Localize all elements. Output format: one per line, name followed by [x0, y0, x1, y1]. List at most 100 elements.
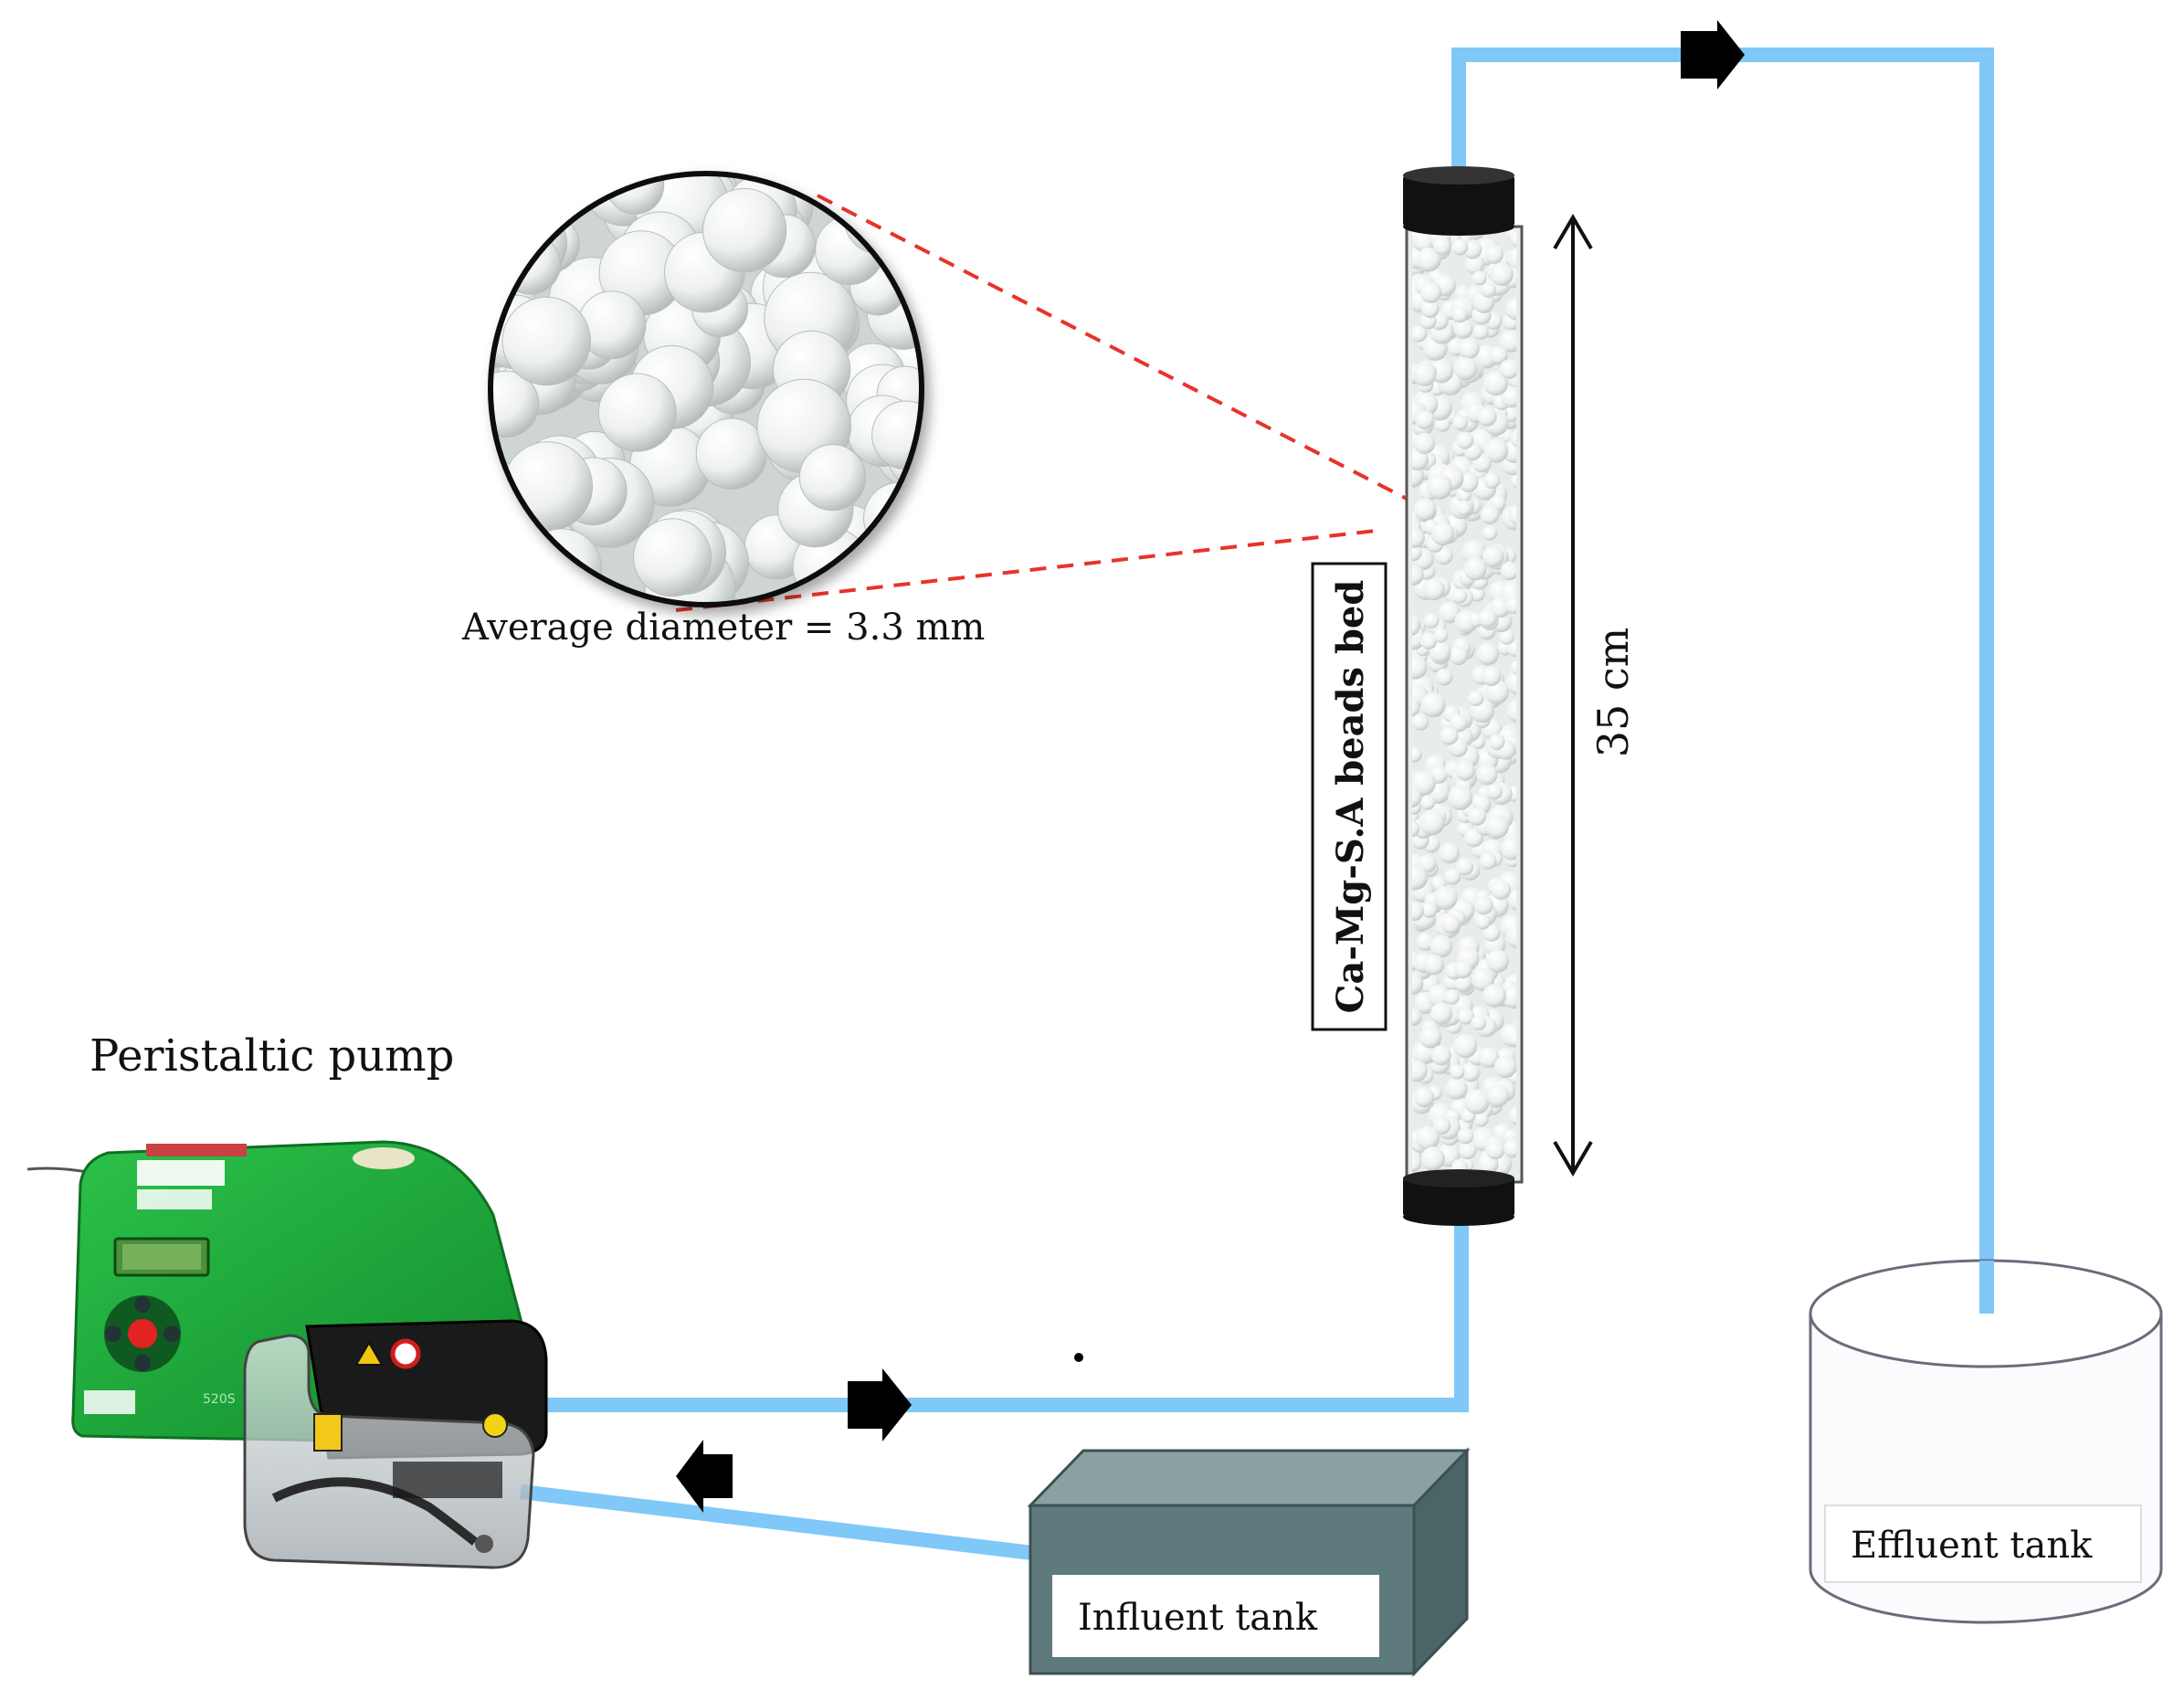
bead: [1427, 984, 1451, 1008]
bead: [838, 544, 910, 605]
bead: [1486, 1141, 1505, 1160]
pump-label: Peristaltic pump: [90, 1030, 454, 1082]
bead: [1476, 764, 1498, 786]
bead: [1430, 522, 1455, 546]
bead: [1490, 262, 1514, 286]
bead: [1413, 498, 1437, 521]
bead: [1412, 655, 1428, 680]
bead: [1471, 1015, 1487, 1031]
bead: [1452, 588, 1468, 604]
bead-magnification: [488, 171, 924, 607]
bead: [1412, 1008, 1422, 1026]
bead: [491, 370, 540, 438]
bead: [1482, 471, 1501, 490]
bead: [1483, 438, 1509, 463]
bead: [1457, 1008, 1474, 1025]
bead: [1456, 858, 1474, 876]
column-height-label: 35 cm: [1588, 628, 1638, 758]
bead: [1499, 359, 1516, 379]
bead: [1472, 1111, 1489, 1127]
bead: [1459, 1141, 1477, 1160]
bead: [1499, 330, 1516, 353]
bead: [1445, 1077, 1468, 1100]
flow-arrow-icon: [848, 1368, 912, 1441]
packed-column: [1403, 166, 1524, 1226]
bead: [1417, 247, 1441, 272]
bead: [1444, 868, 1461, 885]
bead: [1482, 666, 1502, 687]
zoom-line: [817, 194, 1408, 501]
bead: [1491, 880, 1512, 900]
bead: [1419, 632, 1438, 650]
bead: [1420, 300, 1440, 319]
effluent-tank-label: Effluent tank: [1851, 1525, 2093, 1567]
bead: [1456, 500, 1472, 516]
bead: [1419, 281, 1442, 303]
bead: [1480, 504, 1500, 524]
bead: [1484, 245, 1504, 264]
bead: [1412, 819, 1420, 838]
bead: [1423, 613, 1440, 628]
bead: [1510, 429, 1516, 448]
bead-diameter-caption: Average diameter = 3.3 mm: [461, 607, 985, 649]
bead: [1457, 1127, 1474, 1145]
column-label: Ca-Mg-S.A beads bed: [1329, 580, 1372, 1014]
bead: [871, 400, 922, 470]
svg-text:520S: 520S: [203, 1392, 236, 1407]
bead: [1412, 618, 1420, 637]
bead: [1412, 902, 1424, 922]
bead: [1503, 1138, 1516, 1158]
bead: [1478, 1047, 1500, 1069]
bead: [1426, 473, 1452, 500]
tube-influent-to-pump: [520, 1484, 1033, 1560]
bead: [1449, 713, 1469, 733]
bead: [1415, 410, 1435, 429]
bead: [1480, 281, 1496, 298]
bead: [1412, 713, 1430, 731]
bead: [1449, 646, 1469, 666]
bead: [1438, 601, 1461, 624]
tube-column-to-effluent: [1451, 48, 1994, 1315]
bead: [1464, 254, 1485, 275]
bead: [1454, 357, 1478, 381]
bead: [1412, 1153, 1422, 1172]
flow-arrow-icon: [676, 1440, 733, 1513]
bead: [1486, 783, 1503, 800]
bead: [1482, 545, 1504, 567]
bead: [1439, 842, 1461, 864]
bead: [1420, 1146, 1445, 1171]
column-label-box: [1311, 562, 1387, 1031]
bead: [1453, 319, 1473, 339]
bead: [1413, 1087, 1435, 1108]
bead: [1412, 864, 1429, 891]
bead: [1412, 787, 1422, 808]
bead: [1500, 561, 1516, 581]
bead: [1456, 431, 1474, 449]
bead: [1419, 795, 1436, 810]
bead: [1421, 902, 1438, 918]
bead: [1430, 1045, 1451, 1066]
bead: [1444, 989, 1460, 1005]
effluent-tank: Effluent tank: [1809, 1259, 2163, 1624]
bead: [1504, 597, 1516, 615]
tube-pump-to-column: [539, 1220, 1469, 1412]
bead: [702, 187, 787, 273]
bead: [494, 538, 561, 605]
bead: [1423, 954, 1445, 976]
bead: [1482, 983, 1506, 1008]
bead: [1482, 924, 1501, 942]
bead: [1477, 407, 1497, 427]
bead: [1415, 1125, 1440, 1150]
bead: [1474, 913, 1491, 930]
bead: [1509, 1031, 1516, 1047]
bead: [1412, 565, 1424, 586]
zoom-line: [675, 528, 1385, 612]
bead: [1453, 960, 1472, 979]
bead: [1463, 557, 1487, 581]
bead: [1432, 237, 1451, 256]
double-arrow-icon: [1553, 214, 1593, 1177]
bead: [1430, 1002, 1453, 1025]
bead: [1499, 629, 1514, 645]
bead: [798, 444, 866, 512]
